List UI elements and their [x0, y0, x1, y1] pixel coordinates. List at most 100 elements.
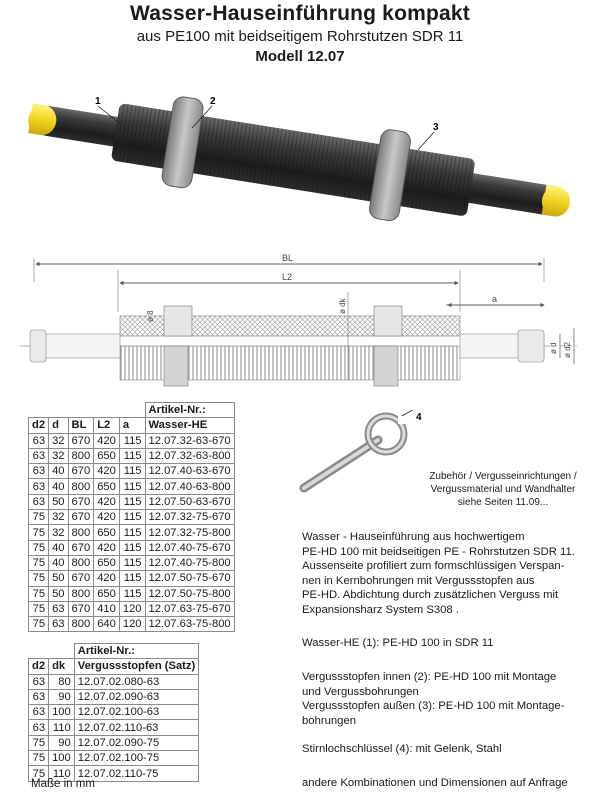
table-cell: 12.07.40-63-800 — [144, 478, 235, 495]
column-header: d — [48, 417, 69, 434]
column-header: d2 — [27, 658, 50, 675]
dim-l2: L2 — [282, 272, 292, 282]
table-cell: 75 — [27, 585, 50, 602]
units-note: Maße in mm — [31, 778, 95, 790]
product-description: Wasser - Hauseinführung aus hochwertigem… — [302, 530, 594, 618]
page-subtitle: aus PE100 mit beidseitigem Rohrstutzen S… — [136, 28, 464, 45]
description-line: bohrungen — [302, 714, 357, 727]
table-cell: 63 — [27, 447, 50, 465]
table-cell: 90 — [48, 688, 75, 706]
accessory-note-line: siehe Seiten 11.09... — [457, 497, 549, 508]
table-cell: 670 — [67, 539, 95, 556]
table-cell: 63 — [27, 673, 50, 690]
material-wasser-he: Wasser-HE (1): PE-HD 100 in SDR 11 — [302, 637, 494, 649]
table-cell: 50 — [48, 493, 69, 511]
callout-1: 1 — [95, 96, 101, 107]
table-cell: 100 — [48, 750, 75, 767]
table-cell: 650 — [93, 554, 120, 572]
table-cell: 800 — [67, 616, 95, 633]
table-cell: 12.07.50-75-800 — [144, 585, 235, 602]
table-cell: 670 — [67, 432, 95, 449]
table-cell: 650 — [93, 478, 120, 495]
table-cell: 75 — [27, 750, 50, 767]
table-cell: 670 — [67, 600, 95, 618]
table-cell: 32 — [48, 509, 69, 526]
table-cell: 800 — [67, 478, 95, 495]
column-header: a — [118, 417, 146, 434]
material-stopfen-innen: Vergussstopfen innen (2): PE-HD 100 mit … — [302, 670, 594, 699]
column-header: L2 — [93, 417, 120, 434]
table-cell: 115 — [118, 478, 146, 495]
table-cell: 63 — [27, 478, 50, 495]
table-cell: 50 — [48, 585, 69, 602]
table-cell: 63 — [27, 463, 50, 480]
table-cell: 410 — [93, 600, 120, 618]
dim-s: ø 8 — [146, 310, 155, 322]
column-header: Wasser-HE — [144, 417, 235, 434]
table-header-spacer — [29, 403, 146, 418]
table-group-header-row: Artikel-Nr.: — [29, 401, 235, 419]
more-on-request: andere Kombinationen und Dimensionen auf… — [302, 777, 568, 789]
table-cell: 75 — [27, 539, 50, 556]
table-cell: 420 — [93, 463, 120, 480]
table-cell: 40 — [48, 463, 69, 480]
table-cell: 75 — [27, 734, 50, 752]
table-cell: 420 — [93, 493, 120, 511]
table-cell: 670 — [67, 493, 95, 511]
callout-2: 2 — [210, 96, 216, 107]
table-cell: 115 — [118, 463, 146, 480]
table-cell: 800 — [67, 524, 95, 541]
page-title: Wasser-Hauseinführung kompakt — [130, 2, 470, 25]
table-cell: 670 — [67, 570, 95, 587]
callout-4: 4 — [416, 412, 422, 423]
table-cell: 80 — [48, 673, 75, 690]
description-line: Aussenseite profiliert zum formschlüssig… — [302, 560, 565, 573]
table-cell: 75 — [27, 570, 50, 587]
table-cell: 40 — [48, 539, 69, 556]
table-cell: 75 — [27, 524, 50, 541]
table-cell: 100 — [48, 704, 75, 721]
table-cell: 12.07.32-63-800 — [144, 447, 235, 465]
column-header: BL — [67, 417, 95, 434]
table-cell: 420 — [93, 570, 120, 587]
table-cell: 12.07.40-63-670 — [144, 463, 235, 480]
table-cell: 32 — [48, 447, 69, 465]
table-cell: 63 — [48, 616, 69, 633]
table-cell: 670 — [67, 509, 95, 526]
accessory-note-line: Vergussmaterial und Wandhalter — [430, 484, 576, 495]
dim-d: ø d — [549, 342, 558, 354]
table-cell: 115 — [118, 570, 146, 587]
description-line: Vergussstopfen außen (3): PE-HD 100 mit … — [302, 700, 565, 712]
spanner-illustration: 4 — [299, 410, 422, 493]
table-cell: 75 — [27, 554, 50, 572]
table-cell: 12.07.40-75-670 — [144, 539, 235, 556]
table-cell: 640 — [93, 616, 120, 633]
dim-bl: BL — [282, 253, 293, 263]
table-cell: 12.07.50-63-670 — [144, 493, 235, 511]
table-cell: 12.07.02.100-75 — [73, 750, 200, 767]
table-cell: 63 — [27, 493, 50, 511]
table-cell: 110 — [48, 719, 75, 736]
material-stopfen-aussen: Vergussstopfen außen (3): PE-HD 100 mit … — [302, 699, 594, 728]
description-line: und Vergussbohrungen — [302, 685, 419, 698]
table-cell: 650 — [93, 585, 120, 602]
table-cell: 32 — [48, 432, 69, 449]
table-cell: 75 — [27, 600, 50, 618]
table-cell: 12.07.50-75-670 — [144, 570, 235, 587]
table-cell: 12.07.63-75-670 — [144, 600, 235, 618]
